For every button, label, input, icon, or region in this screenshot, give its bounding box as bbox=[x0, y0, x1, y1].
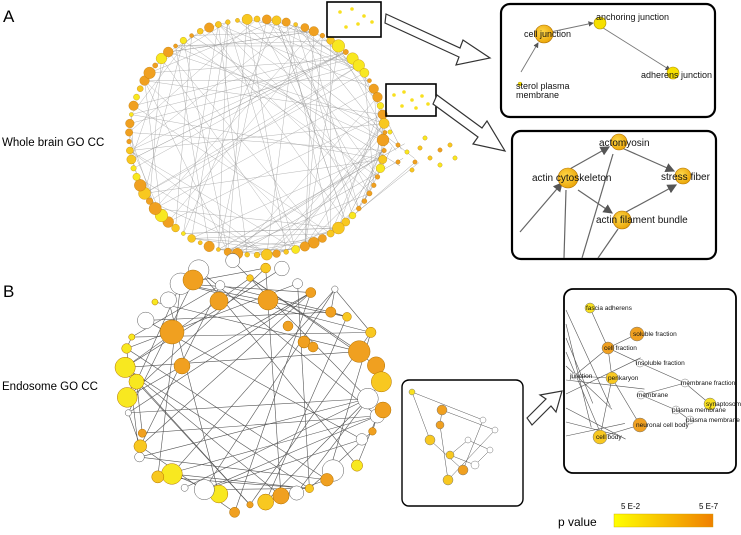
legend-gradient-bar bbox=[613, 513, 714, 528]
label-stress-fiber: stress fiber bbox=[661, 172, 711, 183]
zoom-b-node bbox=[632, 417, 648, 433]
zoom-b-node-label: cell fraction bbox=[604, 345, 637, 352]
legend-high-label: 5 E-7 bbox=[699, 502, 719, 511]
zoom-b-node bbox=[635, 358, 645, 368]
zoom-b-node-label: membrane bbox=[637, 392, 668, 399]
panel-b-inner-box bbox=[401, 379, 524, 507]
zoom-box-b: fascia adherens soluble fraction cell frac… bbox=[563, 288, 741, 474]
node-actin-cytoskeleton bbox=[557, 167, 579, 189]
label-cell-junction: cell junction bbox=[524, 29, 571, 39]
node-anchoring-junction bbox=[593, 16, 607, 30]
panel-b-letter: B bbox=[3, 282, 14, 301]
node-actomyosin bbox=[610, 133, 628, 151]
zoom-b-node bbox=[605, 371, 619, 385]
zoom-b-node-label: synaptosome bbox=[706, 401, 741, 408]
zoom-arrow-b bbox=[526, 390, 563, 426]
label-actomyosin: actomyosin bbox=[599, 138, 650, 149]
zoom-b-node-label: junction bbox=[569, 373, 593, 380]
zoom-b-node-label: neuronal cell body bbox=[636, 422, 690, 429]
endosome-network bbox=[114, 253, 392, 518]
zoom-box-bottom: actomyosin actin cytoskeleton stress fib… bbox=[510, 129, 718, 261]
node-cell-junction bbox=[534, 24, 554, 44]
zoom-b-node-label: fascia adherens bbox=[586, 305, 633, 312]
zoom-b-node bbox=[601, 341, 615, 355]
panel-a-small-box-top bbox=[326, 1, 382, 38]
zoom-b-node-label: plasma membrane bbox=[672, 407, 726, 414]
zoom-box-top: anchoring junction cell junction adheren… bbox=[499, 2, 717, 119]
zoom-b-node bbox=[685, 415, 695, 425]
zoom-arrow-top bbox=[384, 13, 492, 66]
legend-low-label: 5 E-2 bbox=[621, 502, 641, 511]
zoom-b-node bbox=[636, 390, 646, 400]
zoom-arrow-bottom bbox=[432, 94, 507, 152]
label-anchoring-junction: anchoring junction bbox=[596, 12, 669, 22]
zoom-b-node-label: soluble fraction bbox=[633, 331, 677, 338]
zoom-b-node-label: cell body bbox=[596, 434, 622, 441]
panel-a-label: Whole brain GO CC bbox=[2, 137, 104, 149]
zoom-b-node-label: membrane fraction bbox=[681, 380, 736, 387]
endosome-subnetwork bbox=[374, 388, 499, 486]
zoom-b-node bbox=[584, 302, 596, 314]
p-value-legend: 5 E-2 5 E-7 p value bbox=[558, 502, 719, 529]
panel-b-label: Endosome GO CC bbox=[2, 381, 98, 393]
label-actin-cytoskeleton: actin cytoskeleton bbox=[532, 173, 612, 184]
zoom-b-node-label: plasma membrane part bbox=[686, 417, 741, 424]
node-adherens-junction bbox=[666, 66, 680, 80]
whole-brain-network bbox=[125, 7, 458, 261]
panel-a-letter: A bbox=[3, 7, 15, 26]
zoom-b-node bbox=[671, 405, 681, 415]
zoom-b-node bbox=[629, 326, 645, 342]
zoom-b-node bbox=[570, 372, 578, 380]
label-adherens-junction: adherens junction bbox=[641, 70, 712, 80]
zoom-b-node bbox=[680, 378, 690, 388]
node-actin-filament-bundle bbox=[612, 210, 632, 230]
node-stress-fiber bbox=[674, 167, 692, 185]
label-actin-filament-bundle: actin filament bundle bbox=[596, 215, 688, 226]
zoom-b-node bbox=[592, 429, 608, 445]
legend-title: p value bbox=[558, 515, 597, 529]
zoom-b-node-label: insoluble fraction bbox=[636, 360, 685, 367]
zoom-b-node bbox=[703, 397, 717, 411]
zoom-b-node-label: perikaryon bbox=[608, 375, 639, 382]
